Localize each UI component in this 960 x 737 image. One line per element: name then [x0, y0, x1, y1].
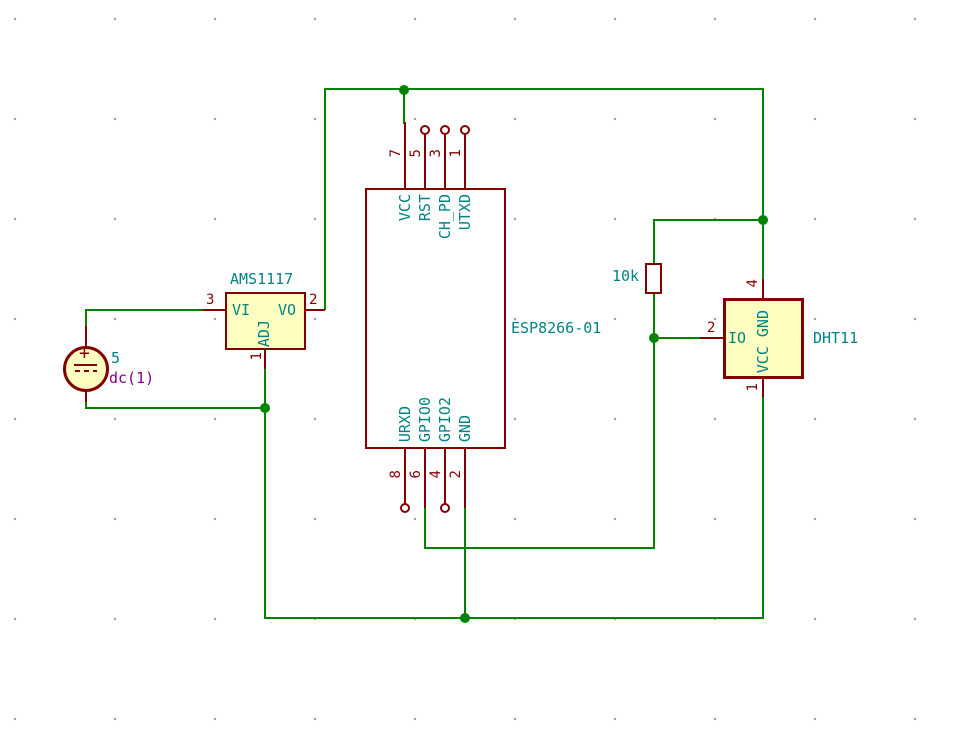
- voltage-source-model-label: dc(1): [109, 369, 155, 387]
- pin-dht-bottom[interactable]: [762, 377, 764, 397]
- ams1117-pin-num-3: 3: [206, 292, 215, 308]
- pin-esp-utxd[interactable]: [464, 134, 466, 188]
- battery-short-plate-dashed: [75, 370, 97, 372]
- pin-ams-adj[interactable]: [264, 349, 266, 369]
- open-pin-circle: [440, 125, 450, 135]
- esp8266-pin-name-rst: RST: [416, 194, 434, 222]
- ams1117-pin-num-2: 2: [309, 292, 318, 308]
- pin-esp-rst[interactable]: [424, 134, 426, 188]
- junction-dot: [399, 85, 409, 95]
- resistor-symbol-body[interactable]: [645, 263, 662, 294]
- wire-io-branch[interactable]: [653, 337, 701, 339]
- esp8266-label: ESP8266-01: [511, 319, 602, 337]
- wire-source-bottom[interactable]: [85, 407, 266, 409]
- pin-esp-urxd[interactable]: [404, 448, 406, 504]
- voltage-source-plus-sign: +: [79, 343, 90, 364]
- open-pin-circle: [420, 125, 430, 135]
- wire-right-vertical[interactable]: [762, 88, 764, 221]
- esp8266-pin-name-utxd: UTXD: [456, 194, 474, 231]
- wire-source-top-riser[interactable]: [85, 309, 87, 328]
- pin-esp-gpio0[interactable]: [424, 448, 426, 508]
- wire-mid-vertical[interactable]: [653, 337, 655, 549]
- junction-dot: [758, 215, 768, 225]
- esp8266-pin-num-3: 3: [428, 149, 444, 158]
- wire-source-bottom-stub[interactable]: [85, 400, 87, 409]
- esp8266-pin-num-1: 1: [448, 149, 464, 158]
- wire-left-bottom-vertical[interactable]: [264, 407, 266, 619]
- ams1117-pin-name-vo: VO: [278, 301, 297, 319]
- dht11-symbol-body[interactable]: [723, 298, 804, 379]
- pin-esp-vcc[interactable]: [404, 122, 406, 188]
- battery-long-plate: [74, 364, 97, 366]
- wire-adj-drop[interactable]: [264, 367, 266, 409]
- esp8266-pin-num-7: 7: [388, 149, 404, 158]
- pin-esp-chpd[interactable]: [444, 134, 446, 188]
- wire-bottom-rail[interactable]: [264, 617, 764, 619]
- pin-dht-top[interactable]: [762, 279, 764, 299]
- pin-source-top[interactable]: [85, 326, 87, 348]
- wire-source-top-horizontal[interactable]: [85, 309, 204, 311]
- wire-dht-bottom-drop[interactable]: [762, 396, 764, 619]
- esp8266-pin-num-4: 4: [428, 470, 444, 479]
- esp8266-pin-name-gpio0: GPIO0: [416, 396, 434, 442]
- esp8266-pin-name-gnd: GND: [456, 414, 474, 442]
- junction-dot: [649, 333, 659, 343]
- dht11-pin-name-io: IO: [728, 329, 747, 347]
- resistor-value-label: 10k: [612, 267, 640, 285]
- open-pin-circle: [460, 125, 470, 135]
- wire-top-rail[interactable]: [324, 88, 764, 90]
- junction-dot: [460, 613, 470, 623]
- wire-gpio0-riser[interactable]: [424, 506, 426, 549]
- esp8266-pin-name-gpio2: GPIO2: [436, 396, 454, 442]
- pin-ams-vi[interactable]: [203, 309, 225, 311]
- esp8266-pin-name-vcc: VCC: [396, 194, 414, 222]
- pin-ams-vo[interactable]: [305, 309, 325, 311]
- wire-dht-top-pin[interactable]: [762, 219, 764, 281]
- esp8266-pin-name-chpd: CH_PD: [436, 194, 454, 240]
- pin-esp-gnd[interactable]: [464, 448, 466, 508]
- wire-resistor-bottom[interactable]: [653, 292, 655, 339]
- dht11-pin-num-1: 1: [745, 383, 761, 392]
- wire-resistor-top[interactable]: [653, 219, 655, 265]
- wire-gnd-drop[interactable]: [464, 506, 466, 619]
- wire-vo-riser[interactable]: [324, 88, 326, 310]
- esp8266-pin-num-2: 2: [448, 470, 464, 479]
- wire-vcc-drop[interactable]: [403, 88, 405, 124]
- open-pin-circle: [400, 503, 410, 513]
- pin-esp-gpio2[interactable]: [444, 448, 446, 504]
- esp8266-pin-num-6: 6: [408, 470, 424, 479]
- ams1117-pin-name-vi: VI: [232, 301, 251, 319]
- ams1117-symbol-body[interactable]: [225, 292, 306, 350]
- junction-dot: [260, 403, 270, 413]
- dht11-inner-label-vcc-gnd: VCC GND: [754, 309, 772, 373]
- dht11-pin-num-2: 2: [707, 320, 716, 336]
- ams1117-pin-name-adj: ADJ: [255, 319, 273, 347]
- esp8266-pin-name-urxd: URXD: [396, 405, 414, 442]
- esp8266-pin-num-8: 8: [388, 470, 404, 479]
- ams1117-label: AMS1117: [230, 270, 294, 288]
- dht11-pin-num-4: 4: [745, 279, 761, 288]
- esp8266-pin-num-5: 5: [408, 149, 424, 158]
- voltage-source-value-label: 5: [111, 349, 121, 367]
- ams1117-pin-num-1: 1: [249, 352, 265, 361]
- pin-dht-io[interactable]: [700, 337, 723, 339]
- pin-source-bottom[interactable]: [85, 388, 87, 402]
- dht11-label: DHT11: [813, 329, 859, 347]
- voltage-source-symbol-body[interactable]: [63, 346, 109, 392]
- wire-resistor-to-right[interactable]: [653, 219, 764, 221]
- open-pin-circle: [440, 503, 450, 513]
- wire-gpio0-horizontal[interactable]: [424, 547, 655, 549]
- esp8266-symbol-body[interactable]: [365, 188, 506, 449]
